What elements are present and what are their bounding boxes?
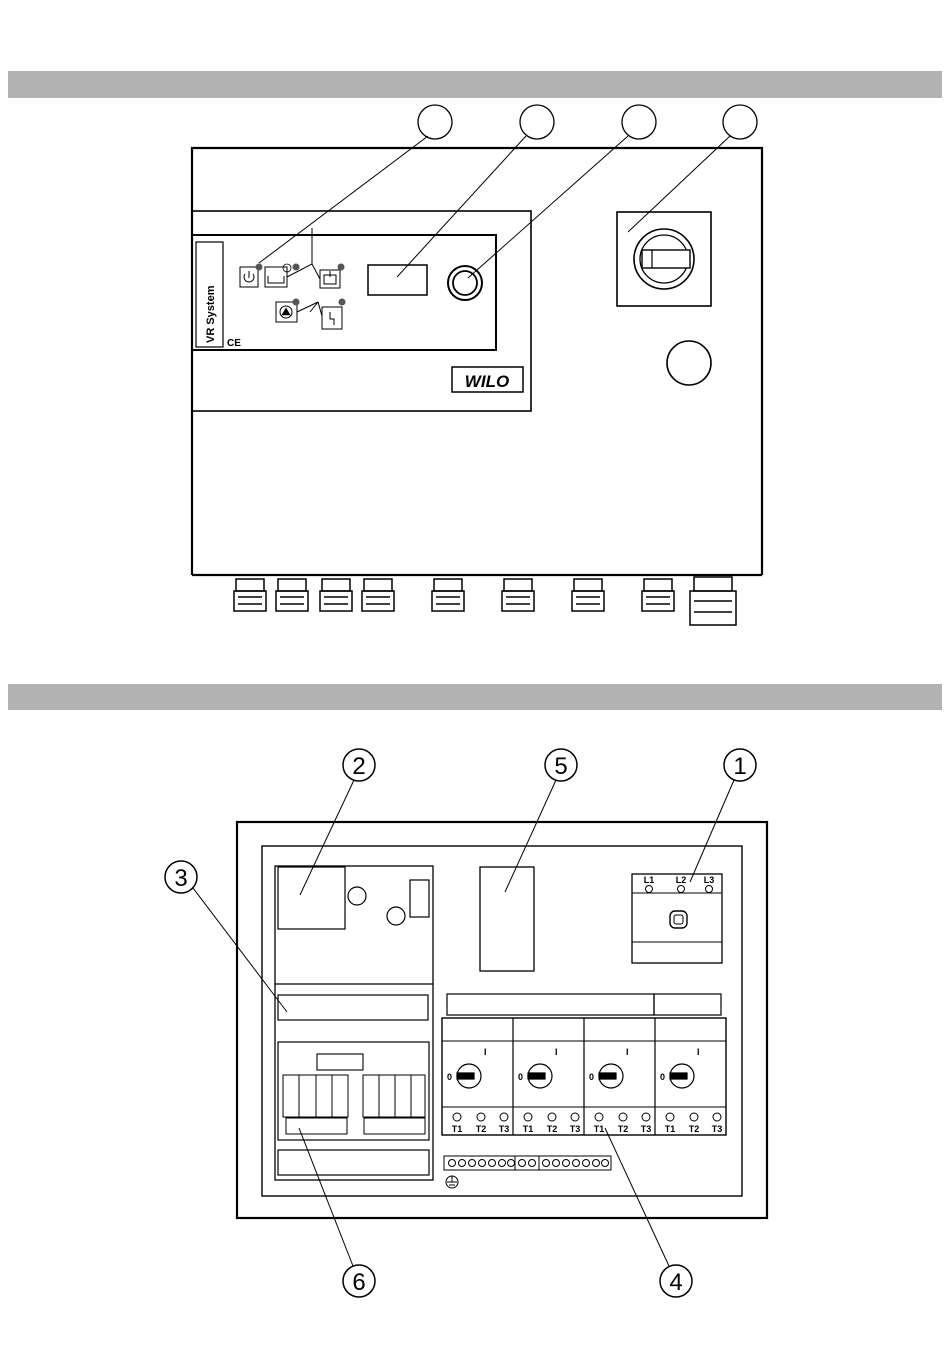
callout-4: 4 — [669, 1269, 682, 1296]
breaker-1-t1: T1 — [452, 1124, 463, 1134]
callout-6: 6 — [352, 1269, 365, 1296]
ce-mark: CE — [227, 338, 241, 349]
pump-led — [293, 299, 300, 306]
fault-icon — [322, 307, 342, 329]
main-switch-knob-inner — [674, 915, 683, 924]
relay-base-left — [286, 1118, 347, 1134]
brand-logo-text: WILO — [465, 372, 509, 391]
callout-2: 2 — [352, 753, 365, 780]
cable-gland-2 — [276, 579, 308, 611]
breaker-4-handle — [670, 1064, 694, 1088]
level-icon — [265, 264, 291, 287]
relay-modules — [283, 1075, 425, 1117]
breaker-2-off-label: 0 — [518, 1072, 523, 1082]
breaker-3-handle — [599, 1064, 623, 1088]
callout-5: 5 — [554, 753, 567, 780]
figure-1-control-box — [192, 105, 762, 625]
callout-circle-a — [418, 105, 452, 139]
component-5-module — [480, 867, 534, 971]
breaker-rail-right — [654, 994, 721, 1015]
lower-terminal-strip — [278, 1150, 429, 1175]
callout-1: 1 — [733, 753, 746, 780]
relay-section-label-plate — [317, 1054, 363, 1070]
breaker-handles — [457, 1064, 694, 1088]
cable-gland-4 — [362, 579, 394, 611]
breaker-terminal-screws — [453, 1113, 721, 1121]
callout-circle-c — [622, 105, 656, 139]
breaker-3-t1: T1 — [594, 1124, 605, 1134]
cable-gland-6 — [502, 579, 534, 611]
breaker-4-on-label: I — [697, 1047, 700, 1057]
figure-2-labels: 2 5 1 3 6 4 L1 L2 L3 0 0 0 0 I I I I T1 … — [174, 753, 746, 1296]
callout-circle-b — [520, 105, 554, 139]
cable-gland-5 — [432, 579, 464, 611]
breaker-3-on-label: I — [626, 1047, 629, 1057]
figure-2-callout-circles — [165, 749, 756, 1297]
cable-gland-7 — [572, 579, 604, 611]
alarm-box-icon — [320, 270, 340, 288]
power-led — [256, 264, 263, 271]
terminal-l3 — [706, 886, 713, 893]
breaker-3-t3: T3 — [641, 1124, 652, 1134]
cable-gland-1 — [234, 579, 266, 611]
cable-glands — [234, 577, 736, 625]
power-icon — [240, 267, 258, 287]
breaker-3-t2: T2 — [618, 1124, 629, 1134]
level-led — [293, 264, 300, 271]
icon-connector-lines — [287, 228, 322, 316]
device-label-text: VR System — [205, 285, 217, 343]
breaker-rail-left — [447, 994, 654, 1015]
callout-circle-d — [723, 105, 757, 139]
breaker-1-t2: T2 — [476, 1124, 487, 1134]
main-switch-handle — [642, 250, 690, 268]
breaker-4-t1: T1 — [665, 1124, 676, 1134]
callout-3: 3 — [174, 865, 187, 892]
control-board — [275, 866, 433, 1180]
terminal-l2 — [678, 886, 685, 893]
breaker-4-t3: T3 — [712, 1124, 723, 1134]
relay-section — [278, 1042, 429, 1140]
terminal-block-row — [444, 1156, 611, 1170]
breaker-1-t3: T3 — [499, 1124, 510, 1134]
breaker-1-on-label: I — [484, 1047, 487, 1057]
label-l1: L1 — [644, 875, 655, 885]
figure-2-cabinet-interior — [165, 749, 767, 1297]
board-component-round-2 — [387, 907, 405, 925]
cable-gland-3 — [320, 579, 352, 611]
terminal-strip-3 — [278, 995, 428, 1020]
breaker-2-on-label: I — [555, 1047, 558, 1057]
indicator-lamp — [667, 341, 711, 385]
breaker-2-t1: T1 — [523, 1124, 534, 1134]
label-l3: L3 — [704, 875, 715, 885]
relay-base-right — [364, 1118, 425, 1134]
terminal-l1 — [646, 886, 653, 893]
alarm-led — [338, 264, 345, 271]
breaker-4-t2: T2 — [689, 1124, 700, 1134]
pump-icon — [276, 302, 297, 322]
transformer-block — [278, 867, 345, 929]
breaker-2-handle — [528, 1064, 552, 1088]
display-window — [368, 265, 427, 295]
breaker-2-t2: T2 — [547, 1124, 558, 1134]
board-relay — [410, 880, 429, 917]
breaker-2-t3: T3 — [570, 1124, 581, 1134]
breaker-3-off-label: 0 — [589, 1072, 594, 1082]
breaker-4-off-label: 0 — [660, 1072, 665, 1082]
fault-led — [339, 299, 346, 306]
board-component-round-1 — [348, 887, 366, 905]
cable-gland-8 — [642, 579, 674, 611]
cabinet-mounting-plate — [262, 846, 742, 1196]
breaker-1-handle — [457, 1064, 481, 1088]
cable-gland-large — [690, 577, 736, 625]
main-switch-knob — [670, 911, 687, 928]
figure-2-leader-lines — [193, 780, 734, 1266]
control-knob-inner — [453, 271, 477, 295]
earth-icon — [446, 1176, 458, 1188]
label-l2: L2 — [676, 875, 687, 885]
breaker-1-off-label: 0 — [447, 1072, 452, 1082]
